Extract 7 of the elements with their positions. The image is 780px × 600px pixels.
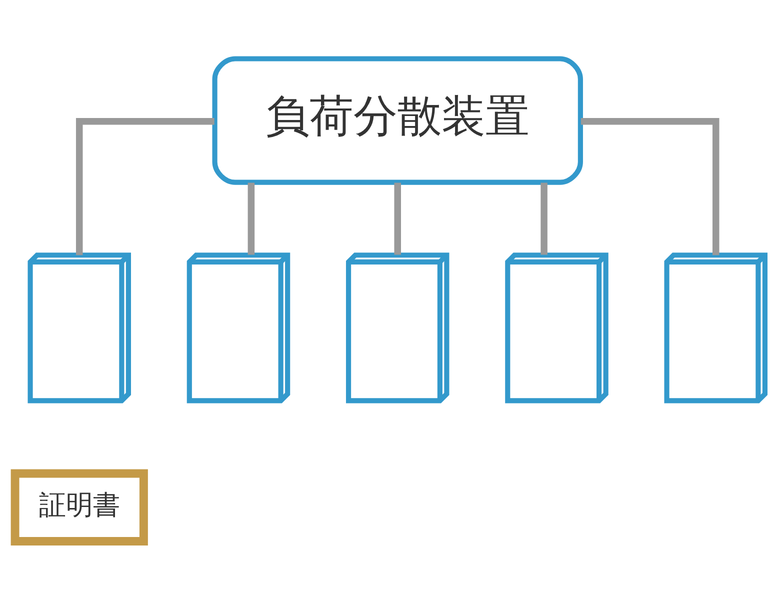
node-box: 証明書 <box>10 469 148 546</box>
connector <box>76 118 214 256</box>
connector <box>394 182 401 255</box>
connector <box>248 182 255 255</box>
node-box: 負荷分散装置 <box>212 56 583 185</box>
connector <box>540 182 548 255</box>
connector <box>580 118 720 256</box>
